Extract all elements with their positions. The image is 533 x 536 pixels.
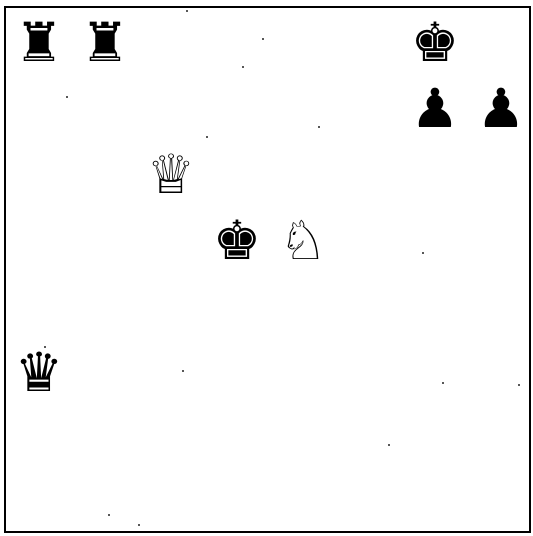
- black-pawn-icon: ♟: [411, 82, 459, 136]
- scan-speck: [206, 136, 208, 138]
- scan-speck: [262, 38, 264, 40]
- scan-speck: [66, 96, 68, 98]
- black-king-g8[interactable]: ♚: [402, 10, 468, 76]
- scan-speck: [108, 514, 110, 516]
- scan-speck: [442, 382, 444, 384]
- black-pawn-icon: ♟: [477, 82, 525, 136]
- white-knight-e5[interactable]: ♘: [270, 208, 336, 274]
- scan-speck: [138, 524, 140, 526]
- scan-speck: [388, 444, 390, 446]
- scan-speck: [518, 384, 520, 386]
- scan-speck: [242, 66, 244, 68]
- scan-speck: [182, 370, 184, 372]
- black-rook-icon: ♜: [81, 16, 129, 70]
- black-king-icon: ♚: [411, 16, 459, 70]
- black-pawn-h7[interactable]: ♟: [468, 76, 533, 142]
- black-king-d5[interactable]: ♚: [204, 208, 270, 274]
- black-rook-icon: ♜: [15, 16, 63, 70]
- scan-speck: [186, 10, 188, 12]
- scan-speck: [318, 126, 320, 128]
- black-queen-icon: ♛: [15, 346, 63, 400]
- scan-speck: [44, 346, 46, 348]
- black-queen-a3[interactable]: ♛: [6, 340, 72, 406]
- black-rook-b8[interactable]: ♜: [72, 10, 138, 76]
- white-knight-icon: ♘: [279, 214, 327, 268]
- white-queen-icon: ♕: [147, 148, 195, 202]
- black-rook-a8[interactable]: ♜: [6, 10, 72, 76]
- scan-speck: [422, 252, 424, 254]
- chess-board[interactable]: ♜ ♜ ♚ ♟ ♟ ♕ ♚ ♘ ♛: [4, 6, 531, 533]
- black-pawn-g7[interactable]: ♟: [402, 76, 468, 142]
- white-queen-c6[interactable]: ♕: [138, 142, 204, 208]
- black-king-icon: ♚: [213, 214, 261, 268]
